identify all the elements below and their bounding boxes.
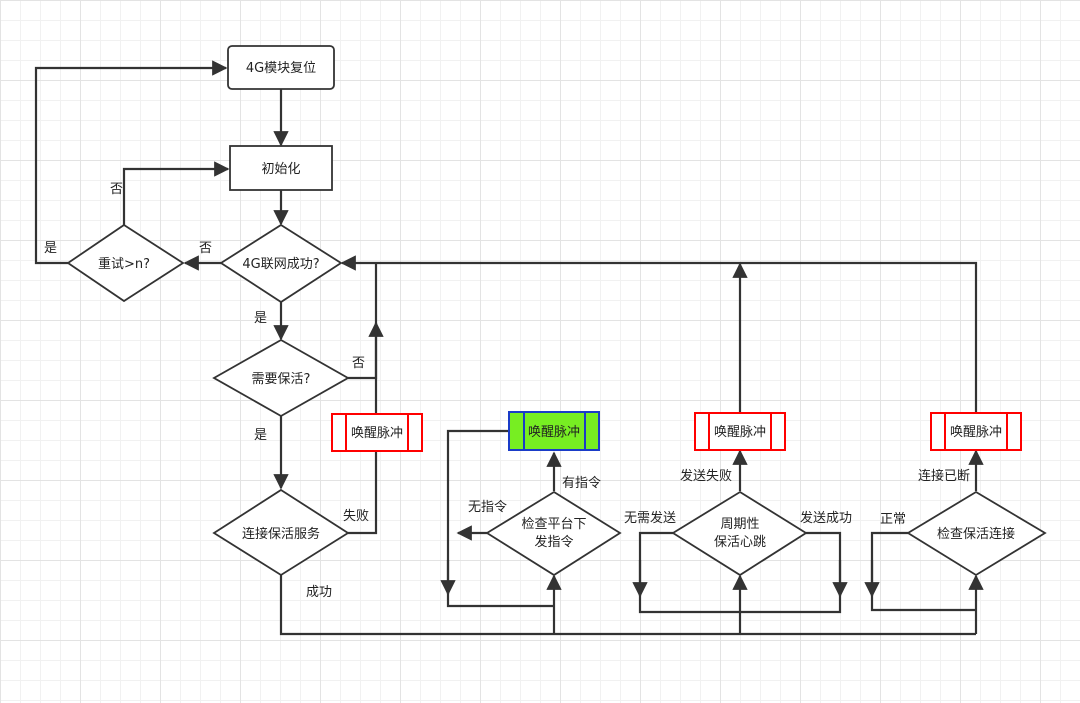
node-pulse-3: 唤醒脉冲: [694, 412, 786, 451]
edges: [34, 60, 984, 636]
label-net-yes: 是: [254, 311, 267, 326]
edge-labels: 否 是 否 是 否 是 失败 成功 无指令 有指令 发送失败 无需发送 发送成功…: [44, 182, 970, 600]
label-keepalive-no: 否: [352, 356, 365, 371]
edge-connect-fail: [348, 451, 378, 535]
edge-retry-init: [122, 161, 230, 225]
node-need-keepalive-label: 需要保活?: [252, 372, 311, 387]
edge-return-netok: [340, 255, 978, 412]
node-init: 初始化: [229, 145, 333, 191]
node-pulse-2-label: 唤醒脉冲: [528, 425, 580, 440]
node-init-label: 初始化: [261, 162, 300, 177]
label-retry-yes: 是: [44, 241, 57, 256]
label-no-cmd: 无指令: [468, 500, 507, 515]
label-keepalive-yes: 是: [254, 428, 267, 443]
label-no-send: 无需发送: [624, 510, 676, 526]
node-pulse-3-label: 唤醒脉冲: [714, 425, 766, 440]
node-reset: 4G模块复位: [227, 45, 335, 90]
node-net-ok-label: 4G联网成功?: [242, 257, 319, 272]
node-heartbeat-line1: 周期性: [720, 517, 759, 532]
node-pulse-4: 唤醒脉冲: [930, 412, 1022, 451]
edge-retry-reset: [34, 60, 228, 265]
node-net-ok: 4G联网成功?: [219, 223, 343, 304]
label-normal: 正常: [880, 512, 906, 527]
node-pulse-1-label: 唤醒脉冲: [351, 426, 403, 441]
label-send-fail: 发送失败: [680, 468, 732, 484]
label-retry-no: 否: [110, 182, 123, 197]
node-reset-label: 4G模块复位: [246, 61, 316, 76]
node-heartbeat: 周期性 保活心跳: [671, 490, 808, 577]
node-retry-label: 重试>n?: [98, 256, 150, 272]
node-check-conn: 检查保活连接: [906, 490, 1047, 577]
label-net-no: 否: [199, 241, 212, 256]
label-connect-success: 成功: [306, 585, 332, 600]
node-need-keepalive: 需要保活?: [212, 338, 350, 418]
node-connect-service-label: 连接保活服务: [242, 526, 320, 542]
label-connect-fail: 失败: [343, 509, 369, 524]
node-connect-service: 连接保活服务: [212, 488, 350, 577]
edge-connect-success: [279, 574, 976, 636]
node-retry: 重试>n?: [66, 223, 185, 303]
node-check-conn-label: 检查保活连接: [937, 526, 1015, 542]
node-pulse-2: 唤醒脉冲: [508, 411, 600, 451]
label-has-cmd: 有指令: [562, 476, 601, 491]
edge-pulse2-loop: [446, 429, 554, 608]
node-check-cmd-line2: 发指令: [534, 534, 573, 550]
node-check-cmd-line1: 检查平台下: [521, 517, 586, 532]
node-pulse-1: 唤醒脉冲: [331, 413, 423, 452]
node-heartbeat-line2: 保活心跳: [714, 535, 766, 550]
node-check-cmd: 检查平台下 发指令: [485, 490, 622, 577]
label-send-ok: 发送成功: [800, 510, 852, 526]
label-disconnected: 连接已断: [918, 468, 970, 484]
node-pulse-4-label: 唤醒脉冲: [950, 425, 1002, 440]
